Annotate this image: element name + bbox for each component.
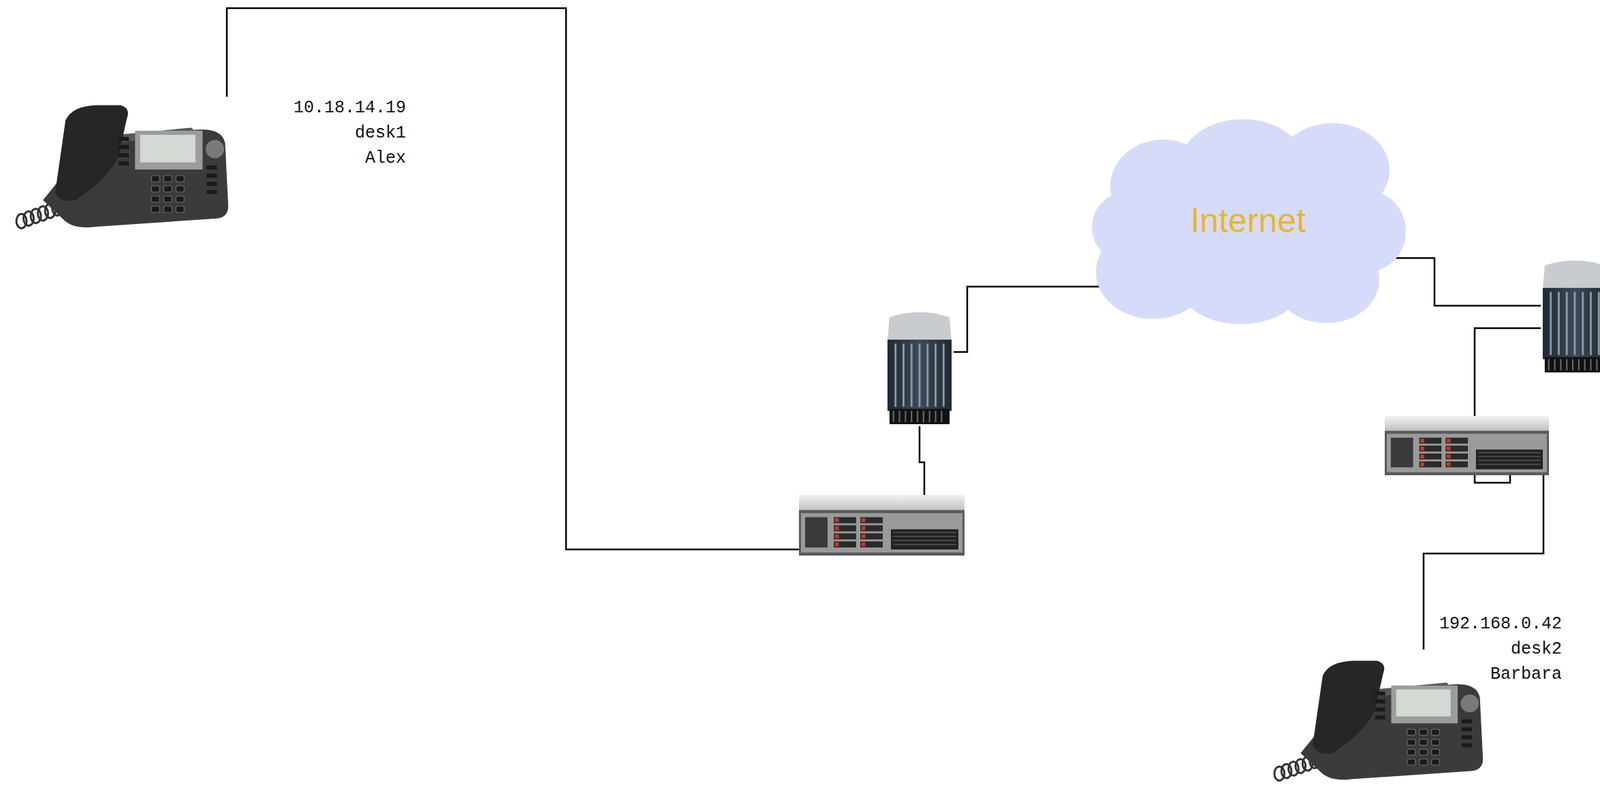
key <box>1407 729 1416 736</box>
key <box>151 185 160 193</box>
key <box>1419 729 1428 736</box>
key <box>1431 749 1440 756</box>
key <box>175 175 184 182</box>
key <box>1407 749 1416 756</box>
side-key <box>1461 727 1472 732</box>
cord-loop <box>16 213 27 229</box>
phone-label-block: 10.18.14.19desk1Alex <box>243 95 406 171</box>
side-key <box>1461 735 1472 740</box>
phone-label-block: 192.168.0.42desk2Barbara <box>1399 611 1562 688</box>
key <box>1431 739 1440 746</box>
cloud-label-box: Internet <box>1089 117 1406 325</box>
desk-phone: 192.168.0.42desk2Barbara <box>1270 657 1485 785</box>
cloud-fill <box>1091 119 1406 325</box>
side-key <box>1375 699 1386 704</box>
key <box>163 196 172 203</box>
router <box>887 311 952 425</box>
side-key <box>1461 719 1472 725</box>
key <box>1431 729 1440 736</box>
side-key <box>206 181 217 186</box>
server <box>798 495 965 556</box>
wire <box>953 286 1105 353</box>
cord-loop <box>1295 759 1306 774</box>
key <box>1431 759 1440 766</box>
phone-label: desk2 <box>1399 636 1562 663</box>
key <box>151 206 160 213</box>
key <box>151 175 160 182</box>
wire <box>919 426 925 497</box>
phone-handset <box>1312 660 1385 755</box>
side-key <box>118 136 129 141</box>
key <box>175 196 184 203</box>
key <box>163 185 172 193</box>
nav-button <box>205 140 225 159</box>
server <box>1384 416 1549 476</box>
side-key <box>206 190 217 195</box>
cord-loop <box>1274 766 1285 781</box>
phone-label: 192.168.0.42 <box>1399 611 1562 637</box>
key <box>175 185 184 193</box>
cord-loop <box>38 206 49 221</box>
phone-handset <box>55 105 129 201</box>
key <box>1407 759 1416 766</box>
side-key <box>206 165 217 170</box>
screen-bezel <box>1390 685 1458 725</box>
side-key <box>1375 707 1386 712</box>
cord-loop <box>1288 762 1299 776</box>
side-key <box>1375 715 1386 720</box>
key <box>1419 749 1428 756</box>
wires <box>226 8 1544 650</box>
key <box>163 206 172 213</box>
desk-phone: 10.18.14.19desk1Alex <box>12 102 231 233</box>
nav-button <box>1461 694 1480 713</box>
key <box>1419 759 1428 766</box>
screen-bezel <box>134 130 203 170</box>
cord-loop <box>30 209 41 224</box>
key <box>163 175 172 182</box>
key <box>151 196 160 203</box>
key <box>175 206 184 213</box>
side-key <box>1375 692 1386 697</box>
phone-icon <box>12 102 231 233</box>
side-key <box>118 161 129 166</box>
phone-screen <box>140 134 196 163</box>
cloud-label: Internet <box>1189 200 1306 241</box>
phone-label: Barbara <box>1399 662 1562 688</box>
side-key <box>118 145 129 150</box>
cord-loop <box>23 211 35 227</box>
side-key <box>1461 743 1472 748</box>
phone-screen <box>1396 689 1451 717</box>
side-key <box>206 173 217 178</box>
phone-label: desk1 <box>243 120 406 146</box>
wire <box>226 8 801 550</box>
phone-icon <box>1270 657 1485 785</box>
key <box>1407 739 1416 746</box>
side-key <box>118 153 129 158</box>
internet-cloud: Internet <box>1089 117 1406 325</box>
cord-loop <box>1281 764 1292 778</box>
key <box>1419 739 1428 746</box>
router <box>1542 260 1600 373</box>
phone-label: 10.18.14.19 <box>243 95 406 121</box>
phone-label: Alex <box>243 145 406 171</box>
cloud-puff <box>1120 155 1376 300</box>
